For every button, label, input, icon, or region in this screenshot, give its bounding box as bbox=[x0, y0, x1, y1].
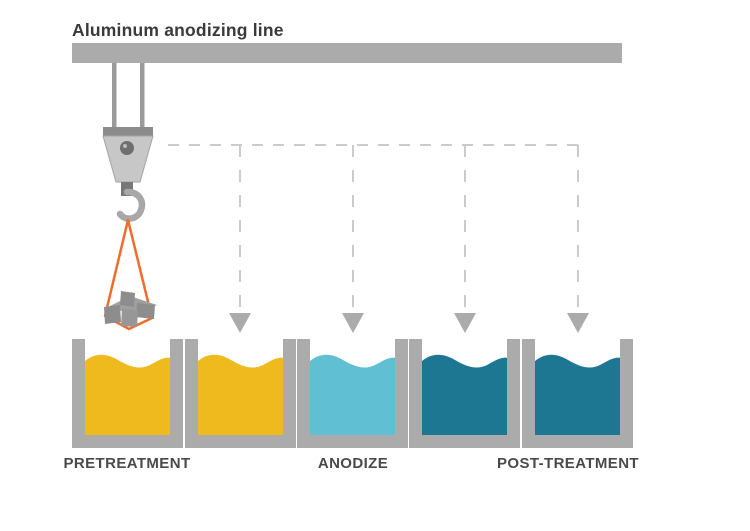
tank-post-treatment-2 bbox=[522, 339, 633, 448]
aluminum-parts-load-icon bbox=[104, 291, 157, 327]
crane-hook-icon bbox=[116, 188, 146, 222]
tank-walls bbox=[297, 339, 408, 448]
dashed-path-lines bbox=[168, 144, 579, 308]
overhead-rail bbox=[72, 43, 622, 63]
down-arrow-icon bbox=[342, 313, 364, 333]
tank-walls bbox=[522, 339, 633, 448]
tank-walls bbox=[409, 339, 520, 448]
tank-liquid bbox=[195, 354, 286, 435]
stage-label-pretreatment: PRETREATMENT bbox=[63, 455, 191, 472]
down-arrow-icons bbox=[229, 313, 589, 333]
down-arrow-icon bbox=[454, 313, 476, 333]
tank-anodize bbox=[297, 339, 408, 448]
down-arrow-icon bbox=[229, 313, 251, 333]
tank-post-treatment-1 bbox=[409, 339, 520, 448]
hoist-trolley-body bbox=[102, 127, 154, 196]
tank-liquid bbox=[82, 354, 173, 435]
tank-liquid bbox=[307, 354, 398, 435]
tank-pretreatment-2 bbox=[185, 339, 296, 448]
page-title: Aluminum anodizing line bbox=[72, 20, 284, 40]
tank-liquid bbox=[532, 354, 623, 435]
stage-label-post-treatment: POST-TREATMENT bbox=[497, 455, 639, 472]
crane-hoist-icon bbox=[102, 63, 157, 331]
down-arrow-icon bbox=[567, 313, 589, 333]
tank-liquid bbox=[419, 354, 510, 435]
hoist-suspension-bars bbox=[112, 63, 145, 130]
orange-sling-icon bbox=[103, 218, 154, 331]
stage-label-anodize: ANODIZE bbox=[317, 455, 389, 472]
tank-walls bbox=[185, 339, 296, 448]
tank-walls bbox=[72, 339, 183, 448]
tank-pretreatment-1 bbox=[72, 339, 183, 448]
